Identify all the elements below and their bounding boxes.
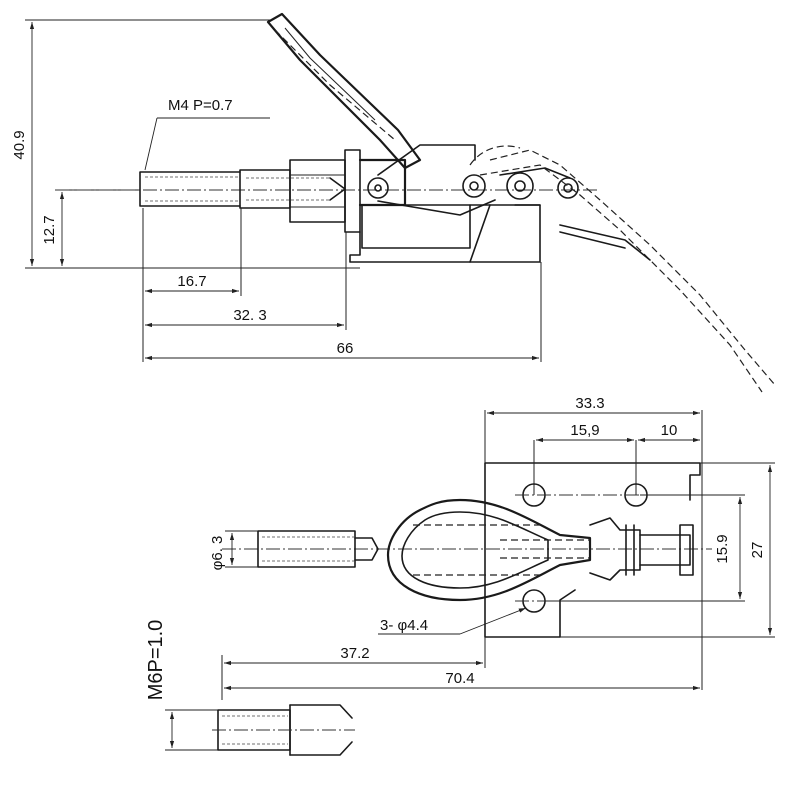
dim-hole-pitch-label: 15.9 — [714, 534, 731, 563]
dim-mount-holes-label: 3- φ4.4 — [380, 617, 428, 634]
detail-thread-label: M6P=1.0 — [145, 620, 167, 701]
dim-thread-length-label: 16.7 — [177, 273, 206, 290]
pivot-pin-2 — [462, 174, 486, 198]
base-plate — [484, 462, 701, 638]
base-housing — [349, 204, 541, 263]
side-thread-label: M4 P=0.7 — [168, 97, 233, 114]
mount-holes-leader — [459, 607, 527, 635]
pivot-pin-1 — [367, 177, 389, 199]
plunger-thread-end — [139, 171, 241, 207]
dim-overall-height-label: 40.9 — [11, 130, 28, 159]
bushing-flange — [344, 149, 361, 233]
handle-grip-outer — [386, 498, 592, 602]
dim-base-height-label: 27 — [749, 542, 766, 559]
dim-plunger-length-label: 32. 3 — [233, 307, 266, 324]
dim-hole-spacing-b-label: 10 — [661, 422, 678, 439]
top-linkage — [589, 517, 641, 581]
top-view: 33.3 15,9 10 15.9 27 φ6. 3 3- φ4.4 37.2 … — [209, 395, 775, 700]
top-plunger-rod — [257, 530, 356, 568]
pivot-pin-3 — [506, 172, 534, 200]
side-view: 40.9 12.7 — [11, 12, 776, 393]
plunger-body — [239, 169, 291, 209]
dim-total-length-label: 70.4 — [445, 670, 474, 687]
detail-shaft — [289, 704, 353, 756]
handle-grip-inner — [401, 511, 549, 589]
dim-axis-height-label: 12.7 — [41, 215, 58, 244]
detail-view: M6P=1.0 — [145, 620, 355, 756]
dim-base-width-label: 33.3 — [575, 395, 604, 412]
handle-open — [489, 149, 776, 386]
bushing-nut — [289, 159, 346, 223]
dim-rod-diameter-label: φ6. 3 — [209, 536, 226, 571]
dim-hole-spacing-a-label: 15,9 — [570, 422, 599, 439]
pivot-pin-4 — [557, 177, 579, 199]
dim-reach-label: 37.2 — [340, 645, 369, 662]
dim-overall-length-label: 66 — [337, 340, 354, 357]
handle-closed — [266, 12, 422, 170]
thread-leader — [144, 117, 158, 171]
